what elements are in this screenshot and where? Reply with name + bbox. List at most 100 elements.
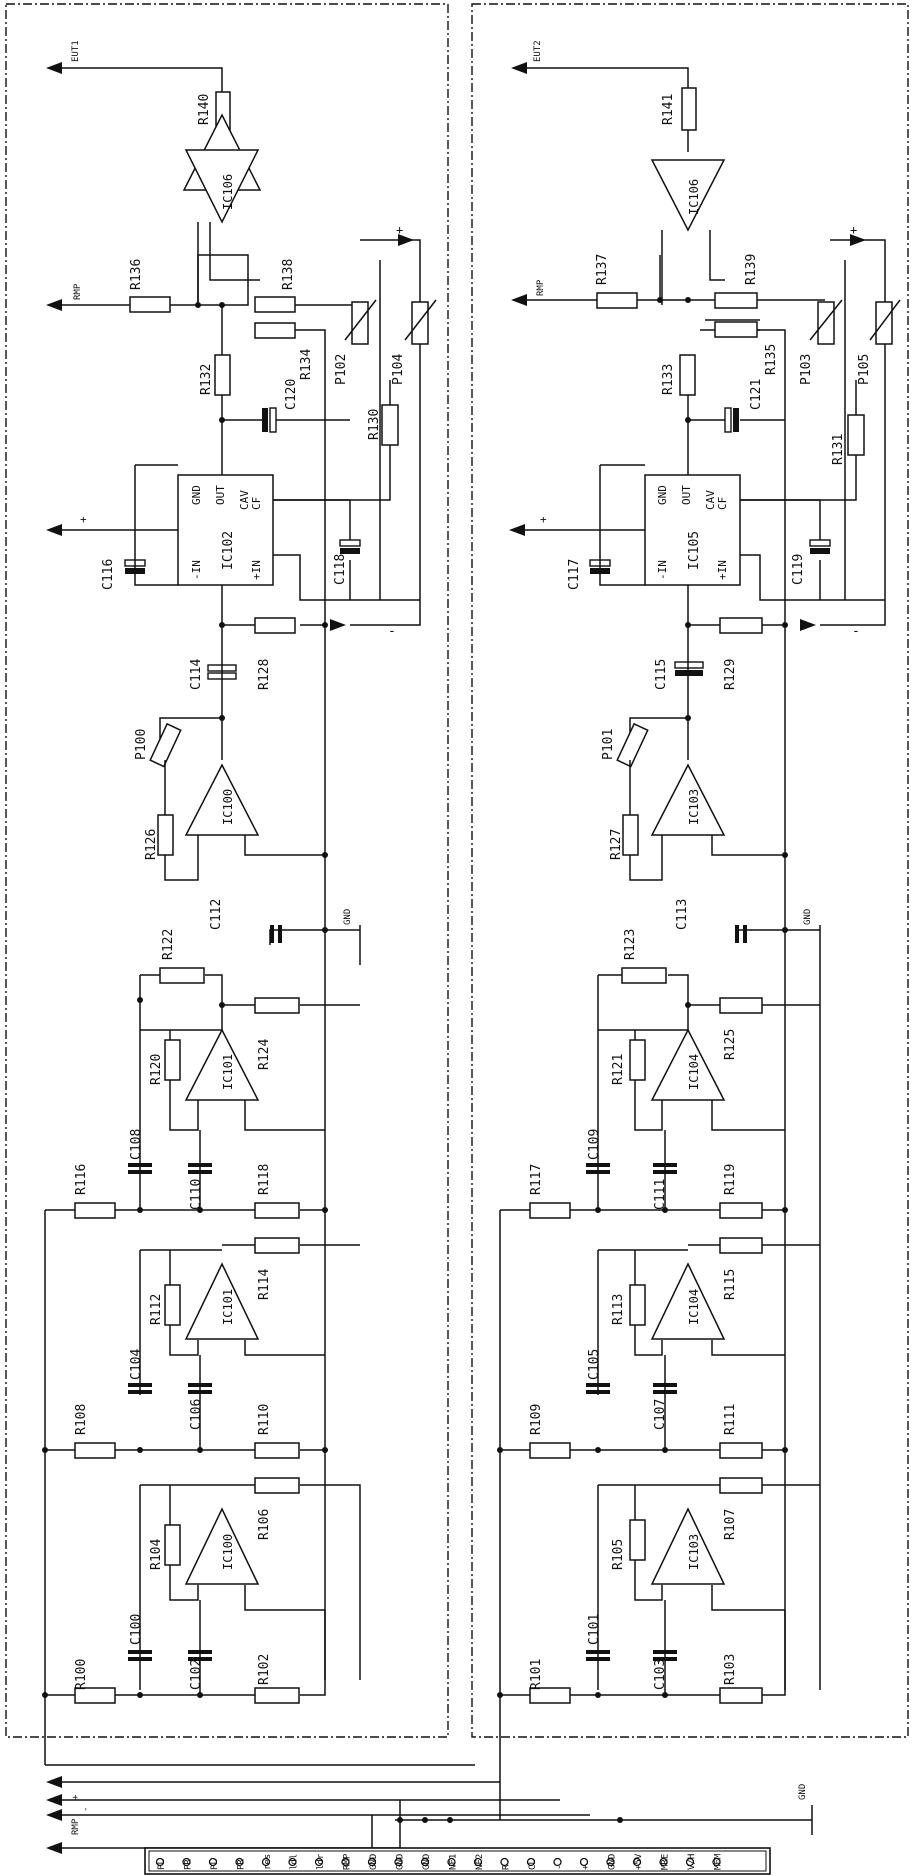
label-r115: R115 xyxy=(723,1269,738,1300)
connector-pin xyxy=(314,1857,324,1867)
label-ic106-right: IC106 xyxy=(687,179,701,215)
resistor-r122 xyxy=(159,967,205,984)
resistor-r115 xyxy=(719,1237,763,1254)
capacitor-c104 xyxy=(128,1383,152,1387)
arrow-icon xyxy=(850,234,866,246)
resistor-r124 xyxy=(254,997,300,1014)
input-label-rmp-2: RMP xyxy=(536,279,546,296)
label-r131: R131 xyxy=(831,434,846,465)
resistor-r119 xyxy=(719,1202,763,1219)
label-r101: R101 xyxy=(529,1659,544,1690)
arrow-icon xyxy=(511,62,527,74)
pin-cf-ic105: CF xyxy=(716,497,729,510)
supply-plus-label: + xyxy=(396,223,403,237)
label-r120: R120 xyxy=(149,1054,164,1085)
label-c117: C117 xyxy=(567,559,582,590)
label-c105: C105 xyxy=(587,1349,602,1380)
pin-neg-in-ic102: -IN xyxy=(190,560,203,580)
output-label-eut1: EUT1 xyxy=(71,40,81,62)
connector-pin xyxy=(420,1857,430,1867)
label-c113: C113 xyxy=(675,899,690,930)
channel-1-boundary xyxy=(5,3,449,1738)
opamp-ic106-right xyxy=(650,159,726,232)
label-r122: R122 xyxy=(161,929,176,960)
resistor-r121 xyxy=(629,1039,646,1081)
capacitor-c110 xyxy=(188,1163,212,1167)
connector-pin-label: PL xyxy=(157,1859,167,1870)
input-label-rmp: RMP xyxy=(73,283,83,300)
resistor-r139 xyxy=(714,292,758,309)
label-c120: C120 xyxy=(284,379,299,410)
resistor-r109 xyxy=(529,1442,571,1459)
label-c102: C102 xyxy=(189,1659,204,1690)
arrow-icon xyxy=(46,1842,62,1854)
label-r137: R137 xyxy=(595,254,610,285)
capacitor-c120 xyxy=(262,408,268,432)
pin-pos-in-ic105: +IN xyxy=(716,560,729,580)
resistor-r107 xyxy=(719,1477,763,1494)
label-c116: C116 xyxy=(101,559,116,590)
label-r140: R140 xyxy=(197,94,212,125)
label-c106: C106 xyxy=(189,1399,204,1430)
label-r114: R114 xyxy=(257,1269,272,1300)
arrow-icon xyxy=(398,234,414,246)
connector-pin xyxy=(447,1857,456,1867)
arrow-icon xyxy=(46,1809,62,1821)
arrow-icon xyxy=(800,619,816,631)
channel-2: EUT2 R141 IC106 RMP R137 R139 R135 P103 … xyxy=(497,40,901,1820)
connector-pin xyxy=(526,1857,536,1867)
label-r132: R132 xyxy=(199,364,214,395)
bus-label-rmp-minus: RMP xyxy=(71,1818,81,1835)
connector-pin-label: NF1 xyxy=(449,1854,459,1870)
label-c104: C104 xyxy=(129,1349,144,1380)
resistor-r123 xyxy=(621,967,667,984)
connector-pin xyxy=(579,1857,589,1867)
connector-pin xyxy=(261,1857,271,1867)
resistor-r100 xyxy=(74,1687,116,1704)
label-c110: C110 xyxy=(189,1179,204,1210)
capacitor-c101 xyxy=(586,1650,610,1654)
pin-gnd-ic105: GND xyxy=(656,485,669,505)
connector-pin xyxy=(606,1857,615,1867)
label-r107: R107 xyxy=(723,1509,738,1540)
label-r141: R141 xyxy=(661,94,676,125)
supply-plus-label-4: + xyxy=(540,513,547,526)
label-p100: P100 xyxy=(134,729,149,760)
capacitor-c115 xyxy=(674,661,704,669)
bus-wiring: + RMP - GND xyxy=(45,1764,813,1854)
connector-pin xyxy=(367,1857,377,1867)
label-r127: R127 xyxy=(609,829,624,860)
connector-pin xyxy=(473,1857,483,1867)
label-c100: C100 xyxy=(129,1614,144,1645)
label-r111: R111 xyxy=(723,1404,738,1435)
resistor-r135 xyxy=(714,321,758,338)
label-c101: C101 xyxy=(587,1614,602,1645)
label-p101: P101 xyxy=(601,729,616,760)
resistor-r108 xyxy=(74,1442,116,1459)
connector-pin-label: GND xyxy=(369,1854,379,1870)
connector-pin xyxy=(712,1857,721,1867)
label-r134: R134 xyxy=(299,349,314,380)
arrow-icon xyxy=(46,1794,62,1806)
connector-pin-label: MEM xyxy=(714,1853,724,1870)
resistor-r113 xyxy=(629,1284,646,1326)
resistor-r110 xyxy=(254,1442,300,1459)
arrow-icon xyxy=(330,619,346,631)
label-p103: P103 xyxy=(799,354,814,385)
label-r129: R129 xyxy=(723,659,738,690)
supply-minus-label: - xyxy=(388,624,396,639)
label-r100: R100 xyxy=(74,1659,89,1690)
resistor-r104 xyxy=(164,1524,181,1566)
connector-pin-label: PR xyxy=(184,1859,194,1870)
resistor-r136 xyxy=(129,296,171,313)
opamp-ic100-mid xyxy=(184,763,260,836)
label-c115: C115 xyxy=(654,659,669,690)
pin-out-ic105: OUT xyxy=(680,485,693,505)
opamp-ic100-bottom xyxy=(184,1507,260,1585)
resistor-r120 xyxy=(164,1039,181,1081)
bus-label-minus: - xyxy=(81,1807,91,1812)
connector-pin-label: GND xyxy=(396,1854,406,1870)
label-r139: R139 xyxy=(744,254,759,285)
connector-pin xyxy=(182,1857,191,1867)
